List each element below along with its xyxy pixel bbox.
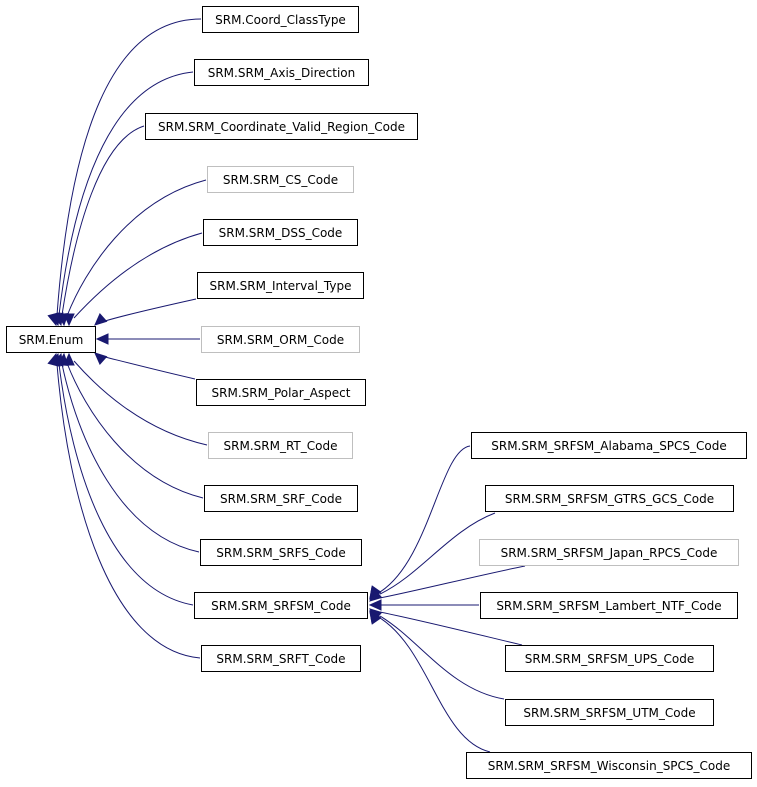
edge-line bbox=[56, 363, 201, 659]
node-label: SRM.SRM_SRFSM_Code bbox=[211, 598, 351, 613]
node-label: SRM.SRM_DSS_Code bbox=[218, 225, 343, 240]
edge-srfsm-code bbox=[49, 352, 194, 606]
inheritance-arrowhead bbox=[95, 333, 109, 345]
node-label: SRM.Coord_ClassType bbox=[215, 12, 346, 27]
edge-line bbox=[61, 125, 145, 316]
edge-srft-code bbox=[47, 352, 201, 659]
node-label: SRM.SRM_SRFSM_Wisconsin_SPCS_Code bbox=[487, 758, 731, 773]
node-label: SRM.SRM_SRF_Code bbox=[219, 491, 342, 506]
inheritance-arrowhead bbox=[94, 313, 108, 326]
edge-polar-aspect bbox=[94, 352, 196, 380]
node-coordinate-valid-region-code[interactable]: SRM.SRM_Coordinate_Valid_Region_Code bbox=[145, 113, 418, 140]
edge-line bbox=[379, 615, 505, 700]
node-label: SRM.SRM_ORM_Code bbox=[216, 332, 345, 347]
edge-interval-type bbox=[94, 298, 197, 326]
node-polar-aspect[interactable]: SRM.SRM_Polar_Aspect bbox=[196, 379, 366, 406]
edge-japan-rpcs-code bbox=[369, 565, 526, 602]
edge-line bbox=[56, 18, 202, 316]
node-gtrs-gcs-code[interactable]: SRM.SRM_SRFSM_GTRS_GCS_Code bbox=[485, 485, 734, 512]
node-label: SRM.SRM_SRFSM_Japan_RPCS_Code bbox=[500, 545, 718, 560]
node-dss-code[interactable]: SRM.SRM_DSS_Code bbox=[203, 219, 358, 246]
edge-line bbox=[66, 179, 207, 317]
node-label: SRM.SRM_SRFSM_Alabama_SPCS_Code bbox=[491, 438, 727, 453]
node-axis-direction[interactable]: SRM.SRM_Axis_Direction bbox=[194, 59, 369, 86]
edge-line bbox=[66, 362, 204, 499]
node-label: SRM.SRM_Axis_Direction bbox=[207, 65, 356, 80]
node-lambert-ntf-code[interactable]: SRM.SRM_SRFSM_Lambert_NTF_Code bbox=[480, 592, 738, 619]
node-label: SRM.Enum bbox=[18, 332, 84, 347]
edge-line bbox=[379, 617, 491, 753]
node-utm-code[interactable]: SRM.SRM_SRFSM_UTM_Code bbox=[505, 699, 714, 726]
edge-cs-code bbox=[57, 179, 207, 327]
inheritance-arrowhead bbox=[369, 589, 383, 602]
node-label: SRM.SRM_Coordinate_Valid_Region_Code bbox=[158, 119, 405, 134]
edge-line bbox=[104, 356, 196, 380]
inheritance-arrowhead bbox=[94, 352, 108, 365]
edge-line bbox=[61, 363, 200, 553]
node-label: SRM.SRM_RT_Code bbox=[223, 438, 338, 453]
edge-line bbox=[379, 611, 523, 646]
edge-line bbox=[73, 360, 208, 446]
edge-orm-code bbox=[95, 333, 200, 345]
node-wisconsin-spcs-code[interactable]: SRM.SRM_SRFSM_Wisconsin_SPCS_Code bbox=[466, 752, 752, 779]
edge-srfs-code bbox=[52, 352, 200, 553]
node-label: SRM.SRM_SRFSM_UTM_Code bbox=[523, 705, 696, 720]
node-orm-code[interactable]: SRM.SRM_ORM_Code bbox=[201, 326, 360, 353]
node-label: SRM.SRM_SRFSM_GTRS_GCS_Code bbox=[504, 491, 715, 506]
node-label: SRM.SRM_Polar_Aspect bbox=[211, 385, 351, 400]
node-cs-code[interactable]: SRM.SRM_CS_Code bbox=[207, 166, 354, 193]
node-srm-enum: SRM.Enum bbox=[6, 326, 96, 353]
node-coord-classtype[interactable]: SRM.Coord_ClassType bbox=[202, 6, 359, 33]
inheritance-arrowhead bbox=[47, 352, 59, 367]
edge-wisconsin-spcs-code bbox=[369, 611, 491, 753]
node-label: SRM.SRM_Interval_Type bbox=[209, 278, 352, 293]
node-label: SRM.SRM_SRFSM_Lambert_NTF_Code bbox=[496, 598, 722, 613]
edge-line bbox=[58, 363, 194, 606]
node-srf-code[interactable]: SRM.SRM_SRF_Code bbox=[204, 485, 358, 512]
edge-line bbox=[379, 512, 496, 595]
node-srfsm-code[interactable]: SRM.SRM_SRFSM_Code bbox=[194, 592, 368, 619]
node-rt-code[interactable]: SRM.SRM_RT_Code bbox=[208, 432, 353, 459]
node-japan-rpcs-code[interactable]: SRM.SRM_SRFSM_Japan_RPCS_Code bbox=[479, 539, 739, 566]
inheritance-arrowhead bbox=[63, 313, 75, 327]
edge-dss-code bbox=[63, 232, 203, 327]
edge-coord-classtype bbox=[47, 18, 202, 327]
edge-line bbox=[379, 445, 471, 593]
edge-rt-code bbox=[63, 352, 208, 446]
node-label: SRM.SRM_SRFS_Code bbox=[216, 545, 346, 560]
inheritance-arrowhead bbox=[368, 599, 382, 611]
node-label: SRM.SRM_SRFSM_UPS_Code bbox=[524, 651, 695, 666]
edge-alabama-spcs-code bbox=[369, 445, 471, 599]
edge-line bbox=[379, 565, 526, 599]
node-interval-type[interactable]: SRM.SRM_Interval_Type bbox=[197, 272, 364, 299]
node-srft-code[interactable]: SRM.SRM_SRFT_Code bbox=[201, 645, 361, 672]
edge-lambert-ntf-code bbox=[368, 599, 479, 611]
edge-line bbox=[73, 232, 203, 319]
node-label: SRM.SRM_CS_Code bbox=[222, 172, 339, 187]
node-srfs-code[interactable]: SRM.SRM_SRFS_Code bbox=[200, 539, 362, 566]
node-ups-code[interactable]: SRM.SRM_SRFSM_UPS_Code bbox=[505, 645, 714, 672]
edge-line bbox=[104, 298, 197, 322]
inheritance-arrowhead bbox=[369, 611, 382, 625]
node-label: SRM.SRM_SRFT_Code bbox=[216, 651, 346, 666]
node-alabama-spcs-code[interactable]: SRM.SRM_SRFSM_Alabama_SPCS_Code bbox=[471, 432, 747, 459]
edge-line bbox=[58, 71, 194, 316]
